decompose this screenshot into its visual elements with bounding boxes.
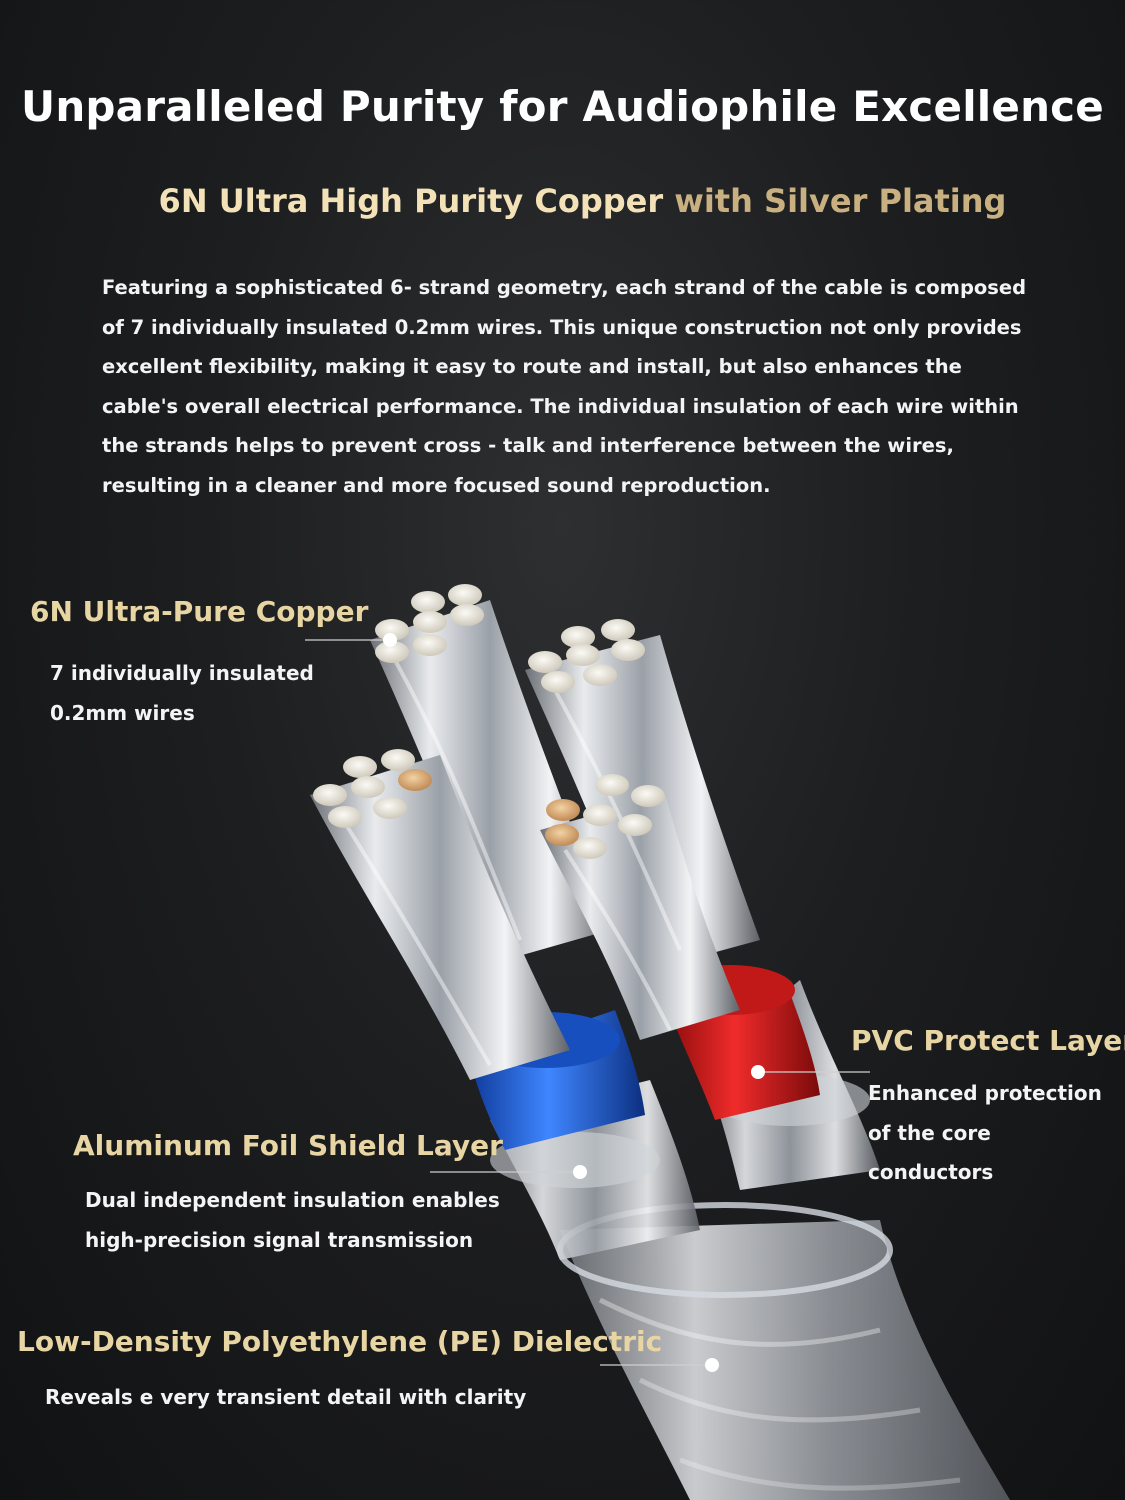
callout-pvc-line-2: of the core conductors bbox=[868, 1120, 994, 1185]
callout-foil-line-1: Dual independent insulation enables bbox=[85, 1188, 500, 1212]
page-subheadline: 6N Ultra High Purity Copper with Silver … bbox=[0, 182, 1125, 220]
wire-ends-lower-left bbox=[313, 749, 432, 828]
callout-copper-line-2: 0.2mm wires bbox=[50, 700, 195, 725]
callout-pe-line-1: Reveals e very transient detail with cla… bbox=[45, 1385, 527, 1409]
callout-copper-line-1: 7 individually insulated bbox=[50, 661, 314, 685]
callout-pe-text: Reveals e very transient detail with cla… bbox=[45, 1378, 526, 1418]
leader-foil bbox=[430, 1165, 587, 1179]
callout-foil-text: Dual independent insulation enables high… bbox=[85, 1181, 500, 1260]
wire-ends-upper-right bbox=[528, 619, 645, 693]
callout-pvc-text: Enhanced protection of the core conducto… bbox=[868, 1074, 1118, 1193]
callout-copper-title: 6N Ultra-Pure Copper bbox=[30, 595, 369, 628]
callout-foil-line-2: high-precision signal transmission bbox=[85, 1227, 474, 1252]
callout-pvc-line-1: Enhanced protection bbox=[868, 1081, 1102, 1105]
subheadline-rest: with Silver Plating bbox=[663, 182, 1007, 220]
leader-pvc bbox=[751, 1065, 870, 1079]
wire-ends-center bbox=[545, 774, 665, 859]
callout-pe-title: Low-Density Polyethylene (PE) Dielectric bbox=[17, 1325, 663, 1358]
wire-ends-upper-left bbox=[375, 584, 484, 663]
callout-pvc-title: PVC Protect Layer bbox=[851, 1024, 1125, 1057]
product-description: Featuring a sophisticated 6- strand geom… bbox=[102, 276, 1027, 497]
conductor-bundles bbox=[310, 600, 760, 1080]
leader-copper bbox=[305, 633, 397, 647]
subheadline-highlight: 6N Ultra High Purity Copper bbox=[158, 182, 664, 220]
callout-copper-text: 7 individually insulated 0.2mm wires bbox=[50, 654, 314, 733]
outer-jacket bbox=[557, 1202, 1010, 1500]
page-headline: Unparalleled Purity for Audiophile Excel… bbox=[21, 82, 1104, 131]
callout-foil-title: Aluminum Foil Shield Layer bbox=[73, 1129, 503, 1162]
leader-pe bbox=[600, 1358, 719, 1372]
